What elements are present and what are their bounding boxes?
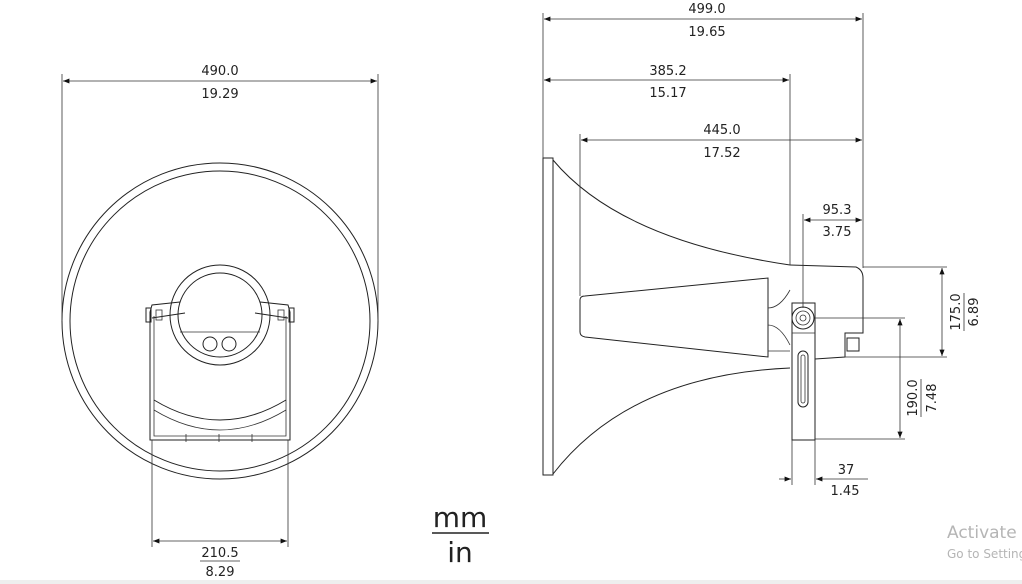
dim-value-in: 1.45 — [831, 484, 860, 499]
terminal-hole — [202, 336, 218, 352]
bottom-edge — [0, 580, 1022, 584]
pivot-knob — [791, 306, 815, 330]
dim-value-mm: 385.2 — [649, 64, 686, 79]
driver-rear-front — [169, 264, 271, 366]
horn-throat — [579, 277, 769, 358]
dim-value-in: 8.29 — [206, 565, 235, 580]
dim-value-mm: 175.0 — [949, 293, 964, 330]
dim-value-in: 17.52 — [703, 146, 740, 161]
dim-value-mm: 499.0 — [688, 2, 725, 17]
dim-value-in: 6.89 — [967, 298, 982, 327]
driver-body — [789, 264, 864, 360]
dim-value-in: 19.29 — [201, 87, 238, 102]
activation-watermark-subtitle: Go to Settings — [947, 547, 1022, 561]
dimension-pivot-to-rear: 95.3 3.75 — [802, 203, 862, 308]
dim-value-mm: 37 — [838, 463, 855, 478]
horn-flange — [542, 157, 554, 476]
dim-value-mm: 210.5 — [201, 546, 238, 561]
dim-value-mm: 490.0 — [201, 64, 238, 79]
horn-lower-profile — [552, 367, 791, 475]
horn-inner-rim — [69, 170, 371, 472]
dim-value-mm: 445.0 — [703, 123, 740, 138]
dim-value-mm: 190.0 — [906, 379, 921, 416]
dim-value-in: 7.48 — [925, 384, 940, 413]
front-view: 490.0 19.29 210.5 8.29 — [61, 64, 379, 580]
bracket-slot — [797, 350, 809, 408]
unit-in: in — [447, 536, 473, 569]
horn-upper-profile — [552, 159, 791, 266]
unit-mm: mm — [433, 501, 488, 534]
dim-value-mm: 95.3 — [823, 203, 852, 218]
activation-watermark-title: Activate — [947, 523, 1017, 543]
dimension-flange-to-bracket: 385.2 15.17 — [544, 64, 791, 265]
units-legend: mm in — [432, 501, 489, 569]
side-view: 499.0 19.65 385.2 15.17 445.0 17.52 95.3… — [542, 2, 982, 499]
terminal-hole — [221, 336, 237, 352]
dimension-width-overall: 490.0 19.29 — [61, 64, 379, 321]
dim-value-in: 3.75 — [823, 225, 852, 240]
dimension-horn-to-rear: 445.0 17.52 — [579, 123, 862, 296]
dimension-driver-height: 175.0 6.89 — [845, 266, 982, 358]
mounting-bracket-front — [145, 301, 295, 442]
dim-value-in: 19.65 — [688, 25, 725, 40]
dimension-depth-overall: 499.0 19.65 — [542, 2, 864, 268]
dimension-bracket-thickness: 37 1.45 — [779, 440, 868, 499]
bracket-side — [791, 302, 816, 441]
dim-value-in: 15.17 — [649, 86, 686, 101]
dimension-bracket-height: 190.0 7.48 — [815, 317, 940, 440]
horn-outer-rim — [61, 162, 379, 480]
dimension-bracket-width: 210.5 8.29 — [151, 440, 289, 580]
